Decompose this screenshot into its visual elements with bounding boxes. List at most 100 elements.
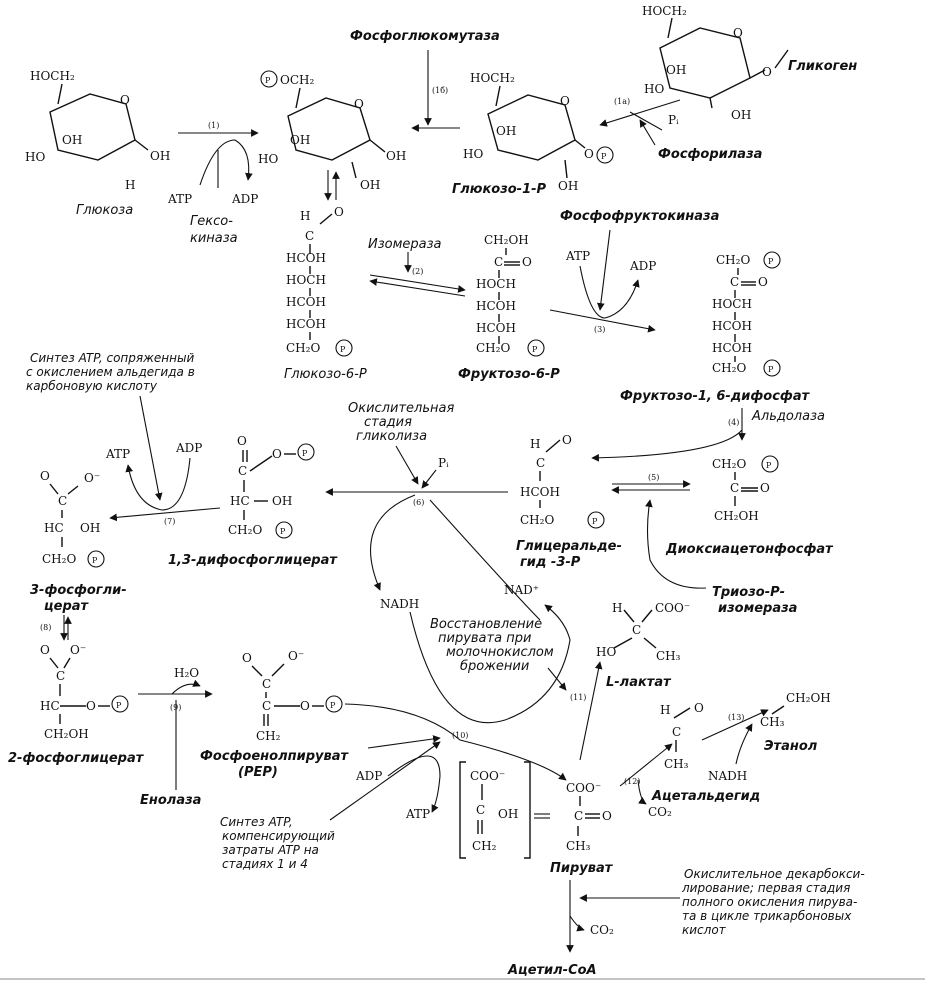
step-4: (4) xyxy=(728,418,739,427)
svg-text:OH: OH xyxy=(272,494,292,508)
svg-text:O: O xyxy=(562,433,572,447)
phosphorylase-label: Фосфорилаза xyxy=(658,147,762,162)
pg2-label: 2-фосфоглицерат xyxy=(8,751,145,766)
svg-text:O⁻: O⁻ xyxy=(288,649,304,663)
svg-text:P: P xyxy=(592,517,598,526)
enolase-label: Енолаза xyxy=(140,793,201,808)
svg-text:HOCH₂: HOCH₂ xyxy=(642,4,687,18)
svg-text:CH₂O: CH₂O xyxy=(476,341,510,355)
cofactor-nad-1: NAD⁺ xyxy=(504,583,539,597)
svg-text:HOCH: HOCH xyxy=(712,297,752,311)
svg-text:C: C xyxy=(476,803,485,817)
svg-text:CH₂O: CH₂O xyxy=(42,552,76,566)
svg-text:O⁻: O⁻ xyxy=(70,643,86,657)
atp-synth-note-2: с окислением альдегида в xyxy=(26,365,195,379)
glucose-6p-label: Глюкозо-6-Р xyxy=(284,367,367,382)
svg-text:C: C xyxy=(238,464,247,478)
svg-text:O: O xyxy=(584,147,594,161)
svg-text:HC: HC xyxy=(230,494,250,508)
fructose-16-label: Фруктозо-1, 6-дифосфат xyxy=(620,389,811,404)
svg-text:O: O xyxy=(40,643,50,657)
fructose-6p-structure: CH₂OH C O HOCH HCOH HCOH CH₂O P xyxy=(476,233,545,357)
svg-text:O: O xyxy=(522,255,532,269)
bpg-label: 1,3-дифосфоглицерат xyxy=(168,553,338,568)
svg-text:H: H xyxy=(125,178,135,192)
svg-text:CH₂O: CH₂O xyxy=(520,513,554,527)
svg-text:HCOH: HCOH xyxy=(286,317,326,331)
atp-synth2-note-1: Синтез ATP, xyxy=(220,815,293,829)
gap-label-1: Глицеральде- xyxy=(516,539,622,554)
acetaldehyde-label: Ацетальдегид xyxy=(651,789,760,804)
svg-text:O: O xyxy=(560,94,570,108)
oxidative-stage-2: стадия xyxy=(364,415,412,430)
svg-text:O: O xyxy=(237,434,247,448)
step-11: (11) xyxy=(570,693,586,702)
svg-text:HCOH: HCOH xyxy=(476,299,516,313)
svg-text:P: P xyxy=(302,449,308,458)
gap-structure: H O C HCOH CH₂O P xyxy=(520,433,605,529)
step-1b: (1б) xyxy=(432,86,448,95)
svg-text:OH: OH xyxy=(360,178,380,192)
svg-text:C: C xyxy=(305,229,314,243)
triose-isomerase-label-1: Триозо-Р- xyxy=(712,585,785,600)
svg-text:CH₂O: CH₂O xyxy=(712,361,746,375)
svg-text:C: C xyxy=(632,623,641,637)
svg-text:C: C xyxy=(536,456,545,470)
svg-text:H: H xyxy=(660,703,670,717)
svg-text:O: O xyxy=(86,699,96,713)
svg-text:OH: OH xyxy=(496,124,516,138)
pg3-label-1: 3-фосфогли- xyxy=(30,583,127,598)
svg-text:P: P xyxy=(330,701,336,710)
svg-text:C: C xyxy=(672,725,681,739)
svg-text:P: P xyxy=(92,556,98,565)
svg-text:CH₂OH: CH₂OH xyxy=(714,509,759,523)
step-13: (13) xyxy=(728,713,744,722)
step-1a: (1a) xyxy=(614,97,630,106)
pep-structure: O O⁻ C C O P CH₂ xyxy=(242,649,343,743)
svg-text:P: P xyxy=(532,345,538,354)
oxidative-stage-3: гликолиза xyxy=(356,429,427,444)
cofactor-adp-4: ADP xyxy=(355,769,382,783)
svg-text:HO: HO xyxy=(644,82,664,96)
svg-text:P: P xyxy=(768,365,774,374)
svg-text:COO⁻: COO⁻ xyxy=(470,769,505,783)
acetaldehyde-structure: H O C CH₃ xyxy=(660,701,704,771)
glucose-1p-structure: HOCH₂ O OH HO OH O P xyxy=(463,71,614,193)
atp-synth-note-1: Синтез ATP, сопряженный xyxy=(30,351,194,365)
svg-text:O: O xyxy=(272,447,282,461)
svg-text:O: O xyxy=(120,93,130,107)
decarb-note-2: лирование; первая стадия xyxy=(681,881,850,895)
decarb-note-4: та в цикле трикарбоновых xyxy=(682,909,852,923)
step-8: (8) xyxy=(40,623,51,632)
svg-text:O: O xyxy=(758,275,768,289)
svg-text:H: H xyxy=(530,437,540,451)
cofactor-co2-2: CO₂ xyxy=(590,923,614,937)
svg-text:CH₂O: CH₂O xyxy=(286,341,320,355)
svg-text:C: C xyxy=(56,669,65,683)
svg-text:C: C xyxy=(730,481,739,495)
svg-text:HCOH: HCOH xyxy=(286,295,326,309)
pg2-structure: O O⁻ C HC O P CH₂OH xyxy=(40,643,129,741)
cofactor-atp-4: ATP xyxy=(405,807,430,821)
phosphofructokinase-label: Фосфофруктокиназа xyxy=(560,209,719,224)
svg-text:HC: HC xyxy=(40,699,60,713)
glucose-6p-chain: H O C HCOH HOCH HCOH HCOH CH₂O P xyxy=(286,205,353,357)
cofactor-atp-3: ATP xyxy=(105,447,130,461)
svg-text:HOCH₂: HOCH₂ xyxy=(470,71,515,85)
svg-text:P: P xyxy=(340,345,346,354)
bpg-structure: O C O P HC OH CH₂O P xyxy=(228,434,315,539)
svg-text:P: P xyxy=(766,461,772,470)
svg-text:O: O xyxy=(354,97,364,111)
svg-text:OH: OH xyxy=(666,63,686,77)
gap-label-2: гид -3-Р xyxy=(520,555,581,570)
cofactor-adp-2: ADP xyxy=(629,259,656,273)
pep-label-1: Фосфоенолпируват xyxy=(200,749,349,764)
atp-synth2-note-3: затраты ATP на xyxy=(222,843,319,857)
svg-text:HCOH: HCOH xyxy=(712,341,752,355)
cofactor-pi-1: Pᵢ xyxy=(668,113,679,127)
svg-text:HCOH: HCOH xyxy=(520,485,560,499)
svg-text:HCOH: HCOH xyxy=(476,321,516,335)
hexokinase-label-2: киназа xyxy=(190,231,238,246)
acetyl-coa-label: Ацетил-СоА xyxy=(507,963,597,978)
